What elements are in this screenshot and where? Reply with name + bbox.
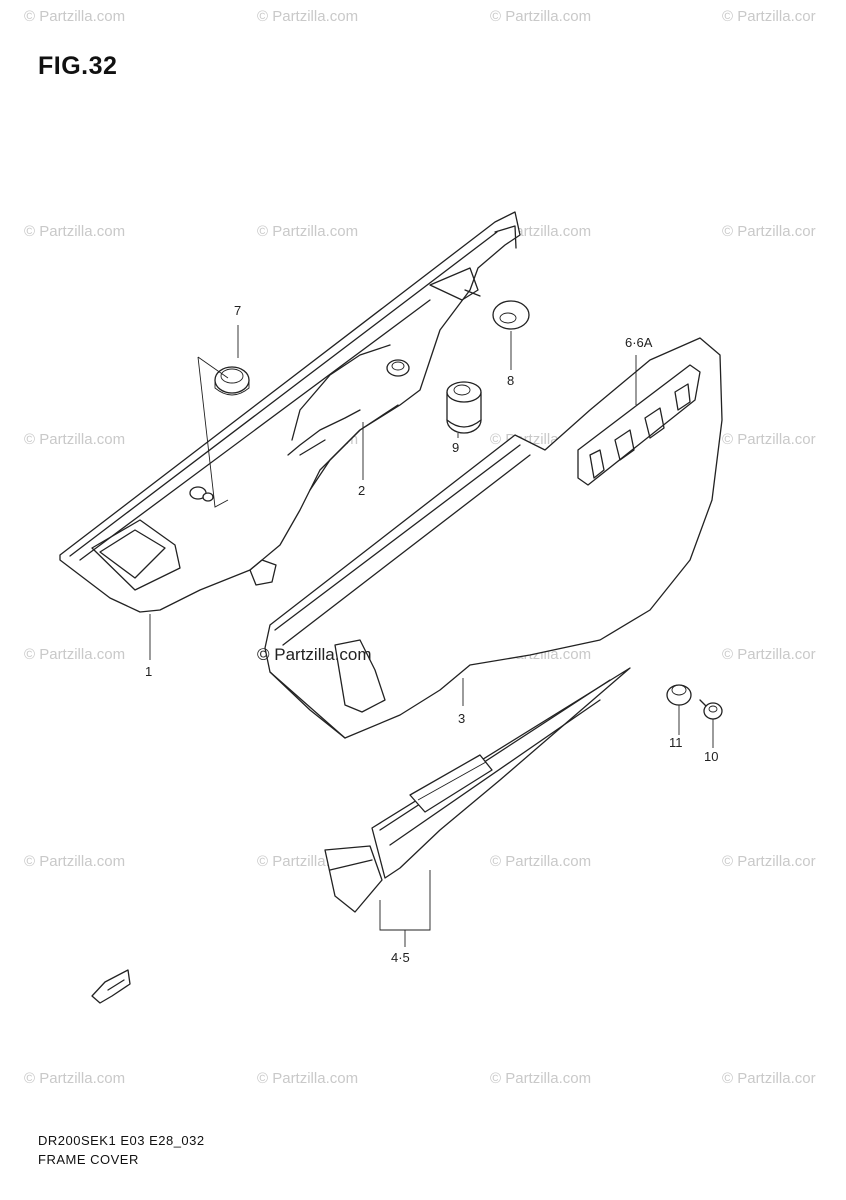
watermark: © Partzilla.com [257, 8, 359, 25]
watermark: © Partzilla.com [24, 223, 126, 240]
callout-3: 3 [458, 711, 466, 726]
watermark: © Partzilla.com [257, 1070, 359, 1087]
callout-9: 9 [452, 440, 460, 455]
watermark: © Partzilla.com [24, 1070, 126, 1087]
watermark: © Partzilla.cor [722, 646, 816, 663]
callout-7: 7 [234, 303, 242, 318]
callout-4-5: 4·5 [391, 950, 410, 965]
watermark: © Partzilla.com [24, 431, 126, 448]
watermark: © Partzilla.cor [722, 8, 816, 25]
bracket-part-2 [287, 359, 410, 456]
nut-part-11 [666, 684, 692, 706]
watermark: © Partzilla.com [24, 8, 126, 25]
watermark: © Partzilla.com [24, 853, 126, 870]
bolt-part-10 [699, 699, 723, 720]
watermark: © Partzilla.com [490, 853, 592, 870]
watermark: © Partzilla.com [490, 1070, 592, 1087]
grommet-part-7 [214, 366, 250, 396]
forward-arrow-icon [91, 969, 131, 1004]
collar-part-9 [446, 381, 482, 434]
watermark: © Partzilla.cor [722, 431, 816, 448]
callout-10: 10 [704, 749, 719, 764]
watermark: © Partzilla.com [490, 8, 592, 25]
stripe-part-4-5 [324, 667, 631, 913]
side-cover-part-3 [264, 337, 723, 739]
center-watermark: © Partzilla.com [257, 645, 372, 664]
callout-2: 2 [358, 483, 366, 498]
callout-1: 1 [145, 664, 153, 679]
watermark: © Partzilla.cor [722, 223, 816, 240]
watermark: © Partzilla.com [257, 223, 359, 240]
callout-11: 11 [669, 735, 683, 750]
figure-code: DR200SEK1 E03 E28_032 [38, 1133, 205, 1148]
callout-6-6a: 6·6A [625, 335, 653, 350]
callout-8: 8 [507, 373, 515, 388]
frame-cover-part-1 [59, 211, 521, 613]
figure-name: FRAME COVER [38, 1152, 139, 1167]
grommet-part-8 [492, 300, 530, 330]
figure-title: FIG.32 [38, 52, 118, 80]
watermark: © Partzilla.cor [722, 1070, 816, 1087]
watermark: © Partzilla.com [24, 646, 126, 663]
watermark: © Partzilla.cor [722, 853, 816, 870]
leader-lines [149, 325, 714, 947]
